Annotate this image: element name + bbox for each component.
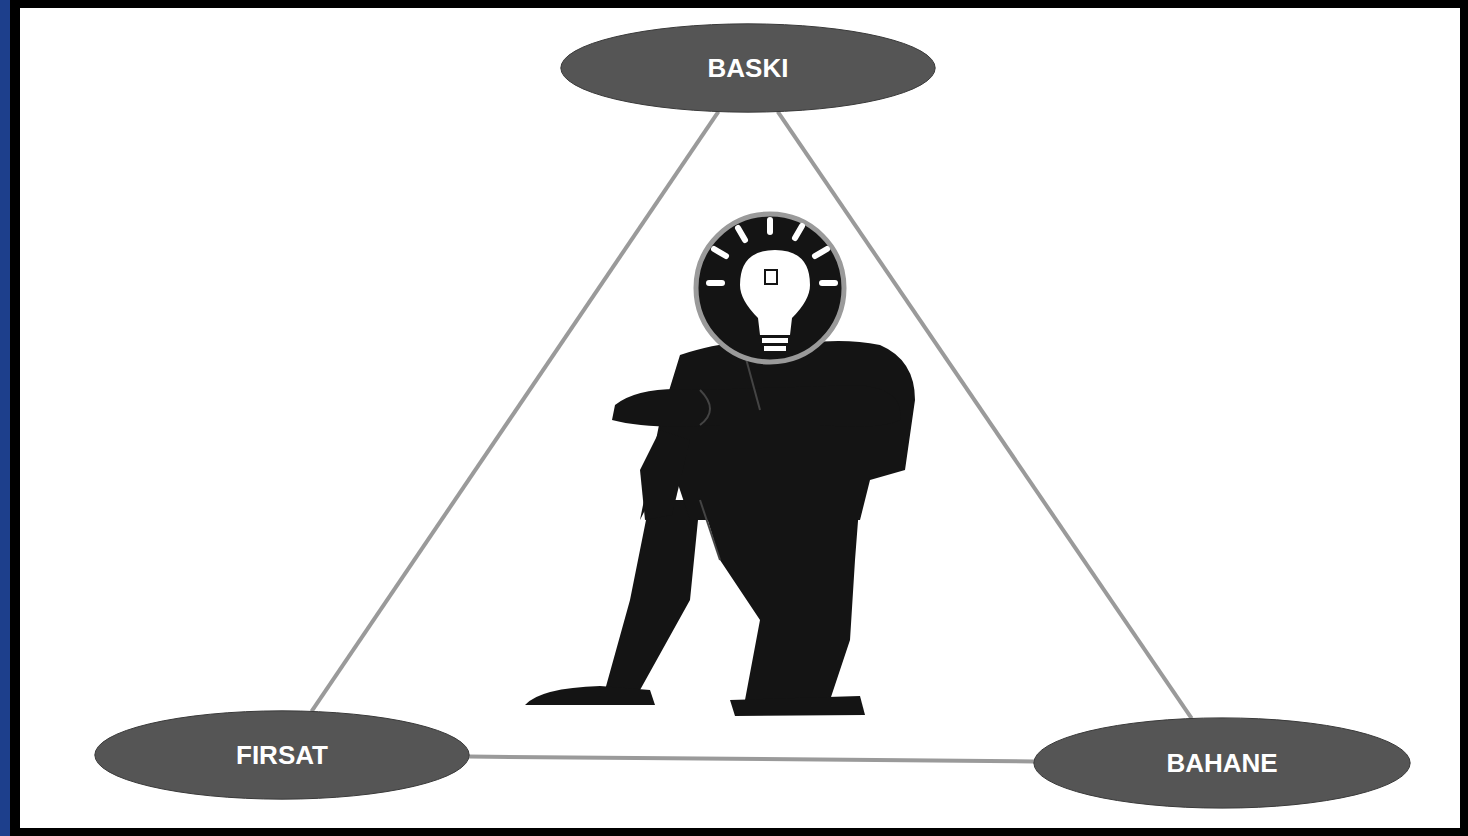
- triangle-side: [469, 757, 1034, 762]
- node-label: BAHANE: [1166, 748, 1277, 779]
- node-label: FIRSAT: [236, 740, 328, 771]
- triangle-side: [312, 112, 719, 712]
- blue-strip: [0, 0, 10, 836]
- triangle-side: [778, 112, 1192, 719]
- node-label: BASKI: [708, 53, 789, 84]
- ellipse-node: BASKI: [557, 22, 939, 114]
- ellipse-node: FIRSAT: [91, 709, 473, 801]
- ellipse-node: BAHANE: [1030, 716, 1414, 810]
